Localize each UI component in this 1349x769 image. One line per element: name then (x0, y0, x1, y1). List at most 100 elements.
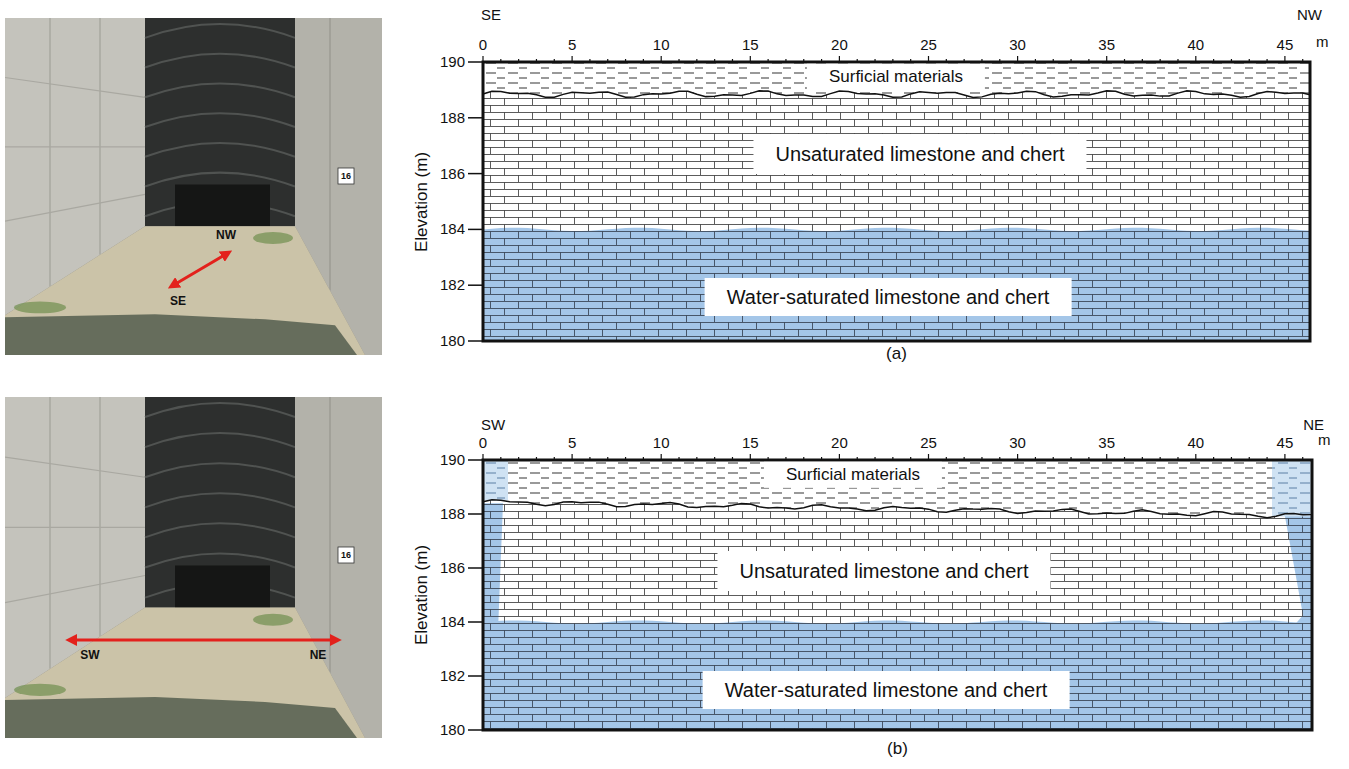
elevation-tick (468, 567, 483, 569)
elevation-tick (468, 675, 483, 677)
distance-tick (607, 457, 608, 460)
strata-band: Water-saturated limestone and chert (483, 622, 1312, 730)
tunnel-arch (145, 553, 295, 567)
distance-tick (1195, 56, 1196, 62)
spillway-floor (5, 226, 365, 355)
distance-tick (518, 59, 519, 62)
elevation-tick (468, 229, 483, 231)
distance-tick (696, 457, 697, 460)
distance-tick (1142, 457, 1143, 460)
distance-tick (750, 56, 751, 62)
direction-label: SE (170, 295, 186, 309)
saturated-layer (483, 228, 1310, 341)
distance-tick (892, 457, 893, 460)
distance-tick (1106, 56, 1107, 62)
distance-tick (768, 59, 769, 62)
tunnel-arch (145, 54, 295, 68)
elevation-tick (468, 729, 483, 731)
distance-tick (1231, 59, 1232, 62)
tunnel-arch (145, 403, 295, 417)
distance-tick (1124, 457, 1125, 460)
elevation-tick-label: 190 (440, 451, 465, 468)
distance-tick (803, 457, 804, 460)
distance-tick (910, 59, 911, 62)
distance-tick (1017, 454, 1018, 460)
elevation-tick-label: 188 (440, 109, 465, 126)
distance-tick (821, 59, 822, 62)
unsaturated-layer (483, 91, 1310, 235)
distance-tick (785, 59, 786, 62)
panel-letter: (a) (886, 344, 907, 364)
section-frame (483, 62, 1310, 341)
distance-tick-label: 35 (1098, 36, 1115, 53)
elevation-tick-label: 182 (440, 277, 465, 294)
distance-tick (1284, 454, 1285, 460)
distance-tick (482, 56, 483, 62)
distance-tick (1302, 59, 1303, 62)
tunnel-arch (145, 113, 295, 127)
distance-tick (1249, 59, 1250, 62)
distance-tick-label: 10 (653, 434, 670, 451)
tunnel-arch (145, 173, 295, 187)
axis-title: Elevation (m) (412, 151, 432, 251)
distance-tick (571, 454, 572, 460)
distance-tick (946, 457, 947, 460)
distance-tick (1035, 457, 1036, 460)
distance-tick-label: 15 (742, 36, 759, 53)
elevation-tick-label: 182 (440, 667, 465, 684)
distance-tick (1266, 457, 1267, 460)
distance-tick (1160, 457, 1161, 460)
wall-joint (99, 397, 101, 637)
tunnel-opening (175, 565, 270, 607)
distance-tick (981, 457, 982, 460)
distance-tick (1035, 59, 1036, 62)
distance-tick-label: 25 (920, 36, 937, 53)
strata-band: Surficial materials (483, 62, 1310, 107)
algae-patch (253, 614, 293, 626)
distance-tick (1088, 457, 1089, 460)
distance-tick-label: 10 (653, 36, 670, 53)
wet-surficial-patch (1272, 461, 1311, 516)
distance-tick (1088, 59, 1089, 62)
distance-tick (1266, 59, 1267, 62)
elevation-tick-label: 188 (440, 505, 465, 522)
band-label: Water-saturated limestone and chert (705, 278, 1072, 316)
tunnel-opening (175, 185, 270, 227)
distance-tick (1053, 457, 1054, 460)
wall-joint (5, 77, 145, 221)
direction-label: NE (310, 649, 327, 663)
distance-tick (554, 59, 555, 62)
distance-tick-label: 40 (1187, 36, 1204, 53)
distance-tick (1177, 457, 1178, 460)
distance-tick (928, 56, 929, 62)
layer-boundary (483, 500, 1312, 518)
distance-tick (500, 457, 501, 460)
elevation-tick (468, 173, 483, 175)
algae-patch (253, 232, 293, 244)
distance-tick (536, 59, 537, 62)
distance-tick (1213, 59, 1214, 62)
distance-tick (910, 457, 911, 460)
distance-tick (500, 59, 501, 62)
elevation-tick-label: 180 (440, 332, 465, 349)
distance-tick (999, 59, 1000, 62)
algae-patch (14, 301, 66, 313)
tunnel-arch (145, 143, 295, 157)
distance-tick-label: 35 (1098, 434, 1115, 451)
distance-tick (874, 59, 875, 62)
distance-tick-label: 45 (1277, 36, 1294, 53)
distance-tick-label: 30 (1009, 36, 1026, 53)
profile-end-label: NE (1303, 416, 1324, 433)
profile-end-label: NW (1297, 6, 1322, 23)
distance-tick (678, 457, 679, 460)
wall-joint (49, 18, 51, 287)
tunnel-arch (145, 493, 295, 507)
distance-tick (625, 457, 626, 460)
wall-joint (49, 397, 51, 669)
distance-tick (643, 457, 644, 460)
cross-section (468, 56, 1310, 341)
direction-label: NW (216, 229, 236, 243)
saturated-wedge (1284, 511, 1312, 623)
distance-tick (1213, 457, 1214, 460)
